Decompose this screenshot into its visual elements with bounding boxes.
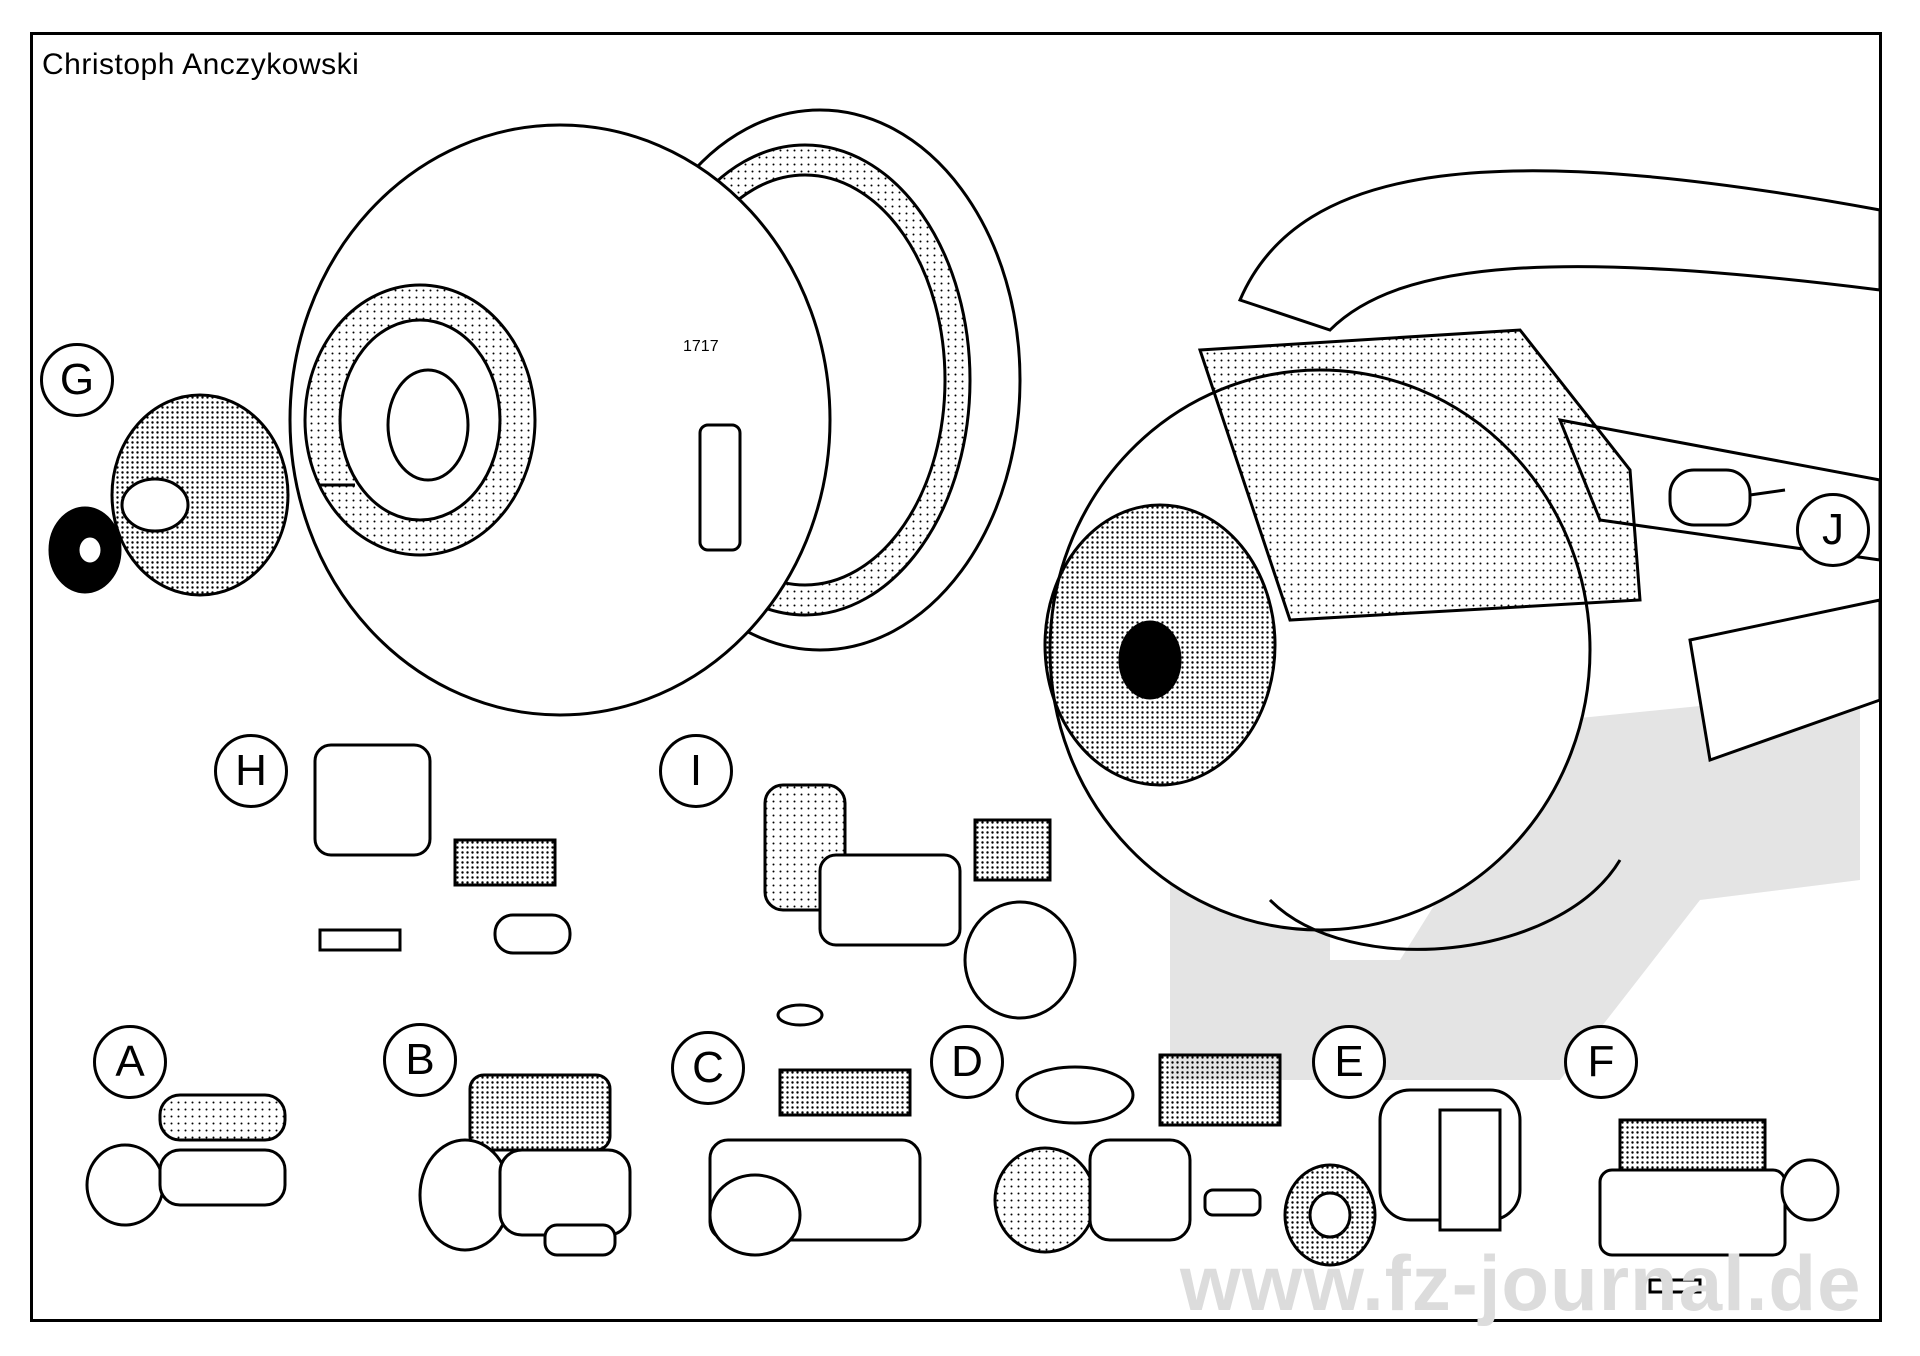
label-i: I (659, 734, 733, 808)
label-g: G (40, 343, 114, 417)
component-i (763, 783, 1077, 1027)
label-j: J (1796, 493, 1870, 567)
component-a (85, 1093, 287, 1227)
label-e: E (1312, 1025, 1386, 1099)
component-d (993, 1053, 1282, 1254)
component-c (708, 1068, 922, 1257)
component-b (418, 1073, 632, 1257)
eyeball-housing (288, 108, 1022, 717)
serial-marking: 1717 (683, 338, 719, 355)
watermark-text: www.fz-journal.de (1180, 1239, 1862, 1327)
label-b: B (383, 1023, 457, 1097)
label-h: H (214, 734, 288, 808)
label-c: C (671, 1031, 745, 1105)
label-a: A (93, 1025, 167, 1099)
label-f: F (1564, 1025, 1638, 1099)
cutaway-eye (1043, 169, 1882, 951)
iris-disc (48, 393, 290, 597)
label-d: D (930, 1025, 1004, 1099)
component-h (313, 743, 572, 955)
component-j (1668, 468, 1786, 527)
component-e (1283, 1088, 1522, 1267)
component-f (1598, 1118, 1840, 1294)
author-credit: Christoph Anczykowski (42, 48, 360, 81)
